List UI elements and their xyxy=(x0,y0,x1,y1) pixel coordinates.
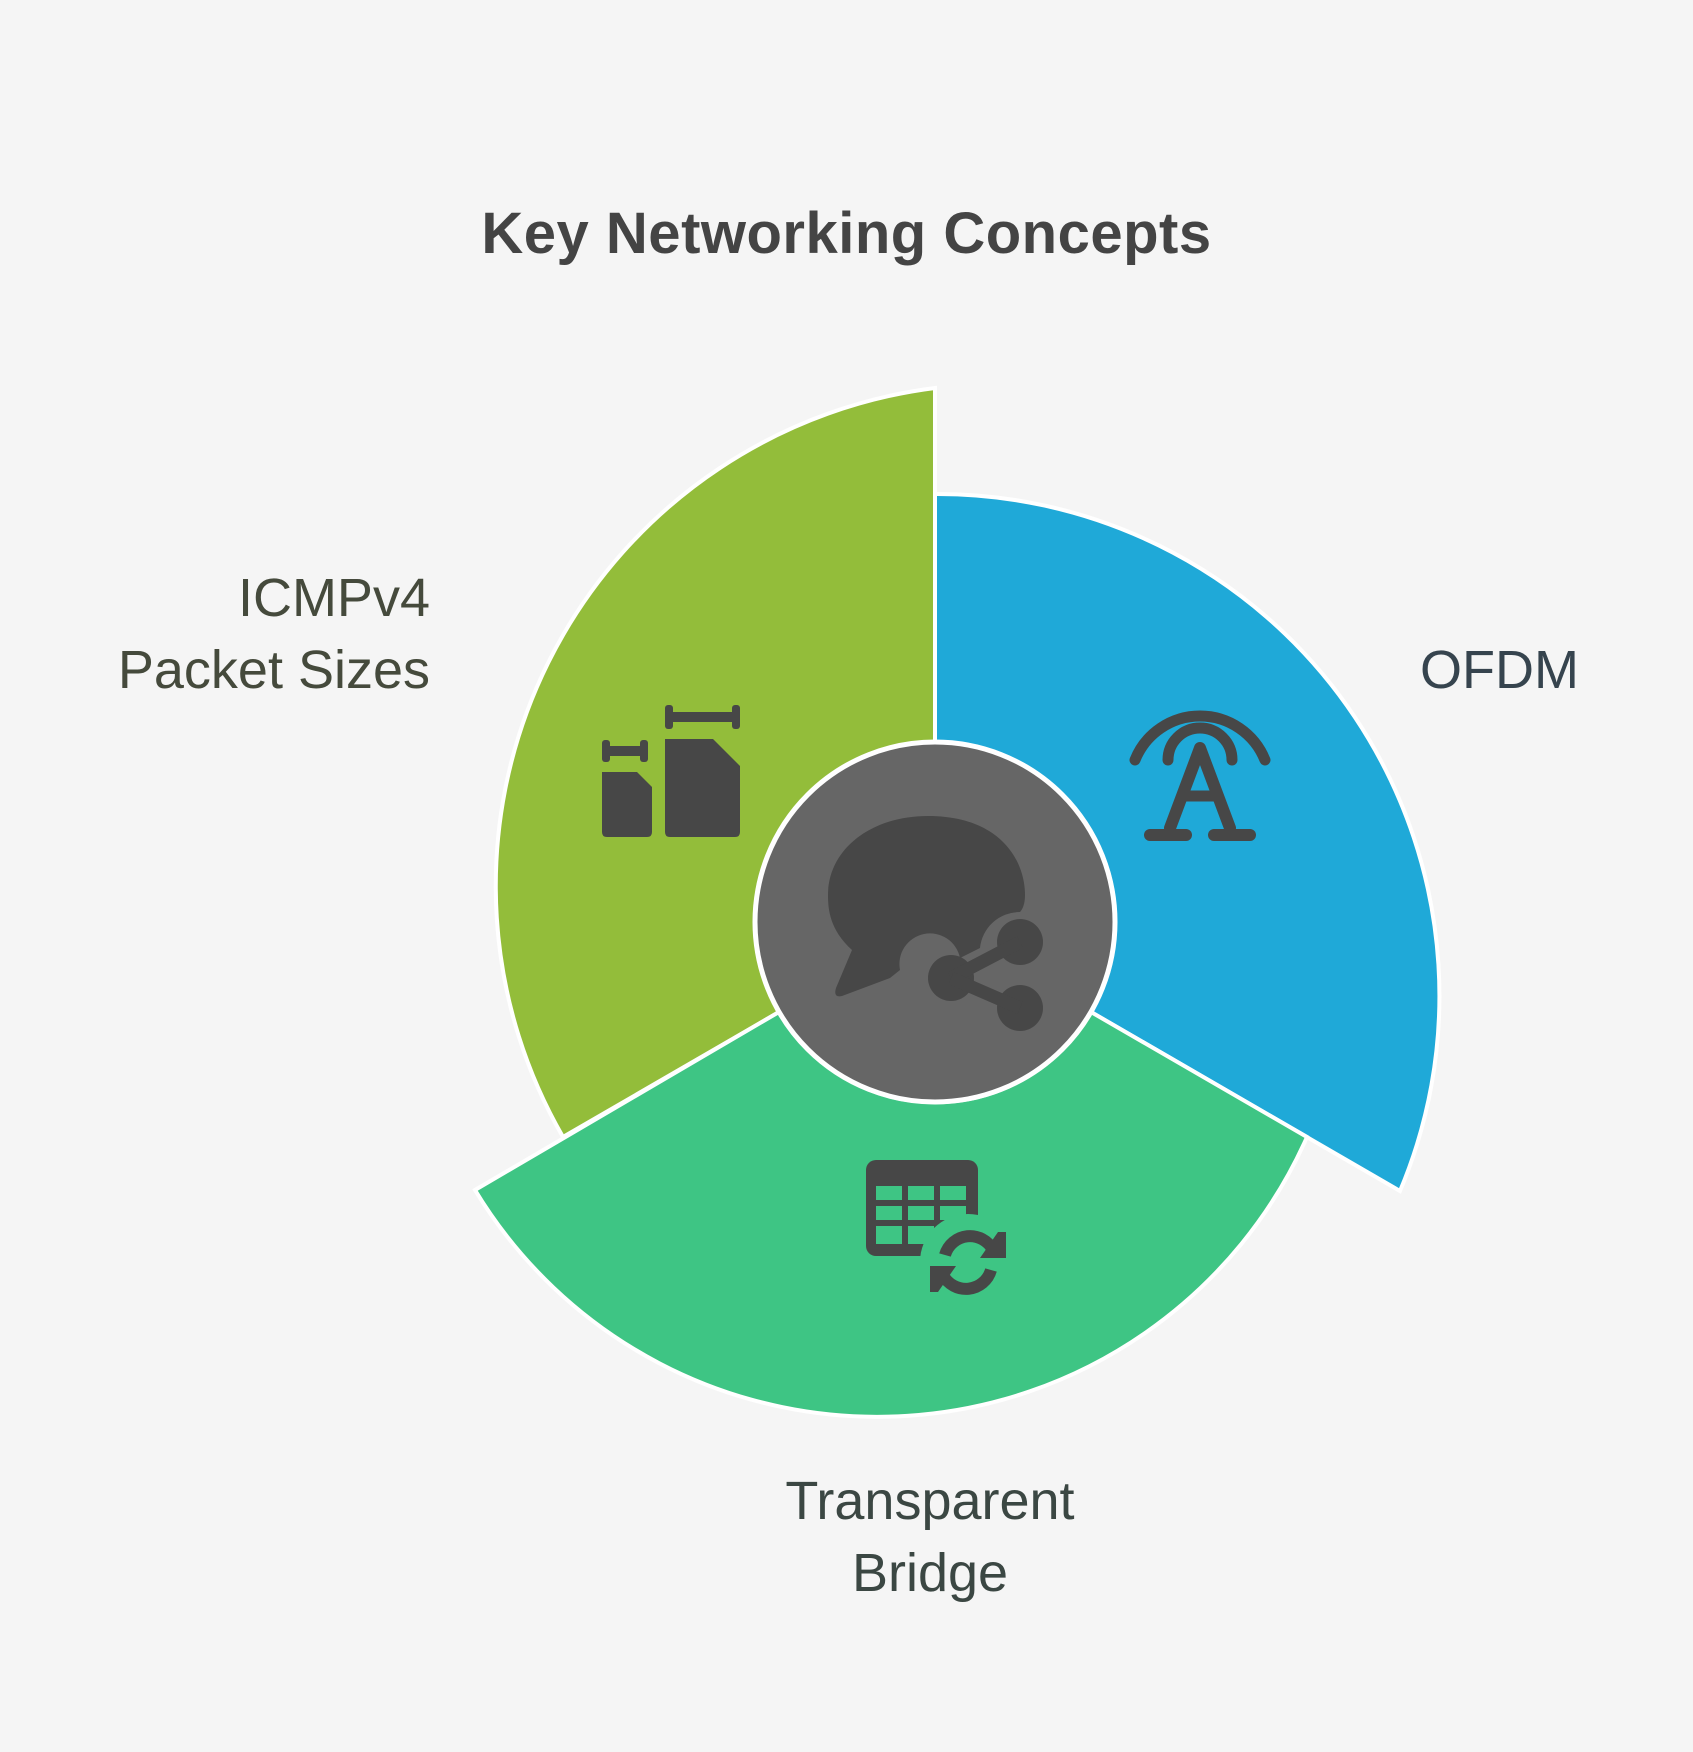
diagram-title: Key Networking Concepts xyxy=(481,201,1212,266)
antenna-signal-icon xyxy=(1129,710,1271,841)
label-bridge-line1: Transparent xyxy=(785,1471,1075,1531)
table-sync-icon xyxy=(866,1160,1016,1310)
file-size-compare-icon xyxy=(602,705,740,837)
label-icmpv4-packet-sizes: ICMPv4 Packet Sizes xyxy=(60,562,430,706)
label-icmpv4-line2: Packet Sizes xyxy=(117,640,430,700)
chat-share-icon xyxy=(828,816,1043,1031)
label-icmpv4-line1: ICMPv4 xyxy=(237,568,430,628)
label-ofdm-line1: OFDM xyxy=(1420,640,1579,700)
label-transparent-bridge: Transparent Bridge xyxy=(730,1465,1130,1609)
label-ofdm: OFDM xyxy=(1420,634,1640,706)
label-bridge-line2: Bridge xyxy=(851,1543,1009,1603)
